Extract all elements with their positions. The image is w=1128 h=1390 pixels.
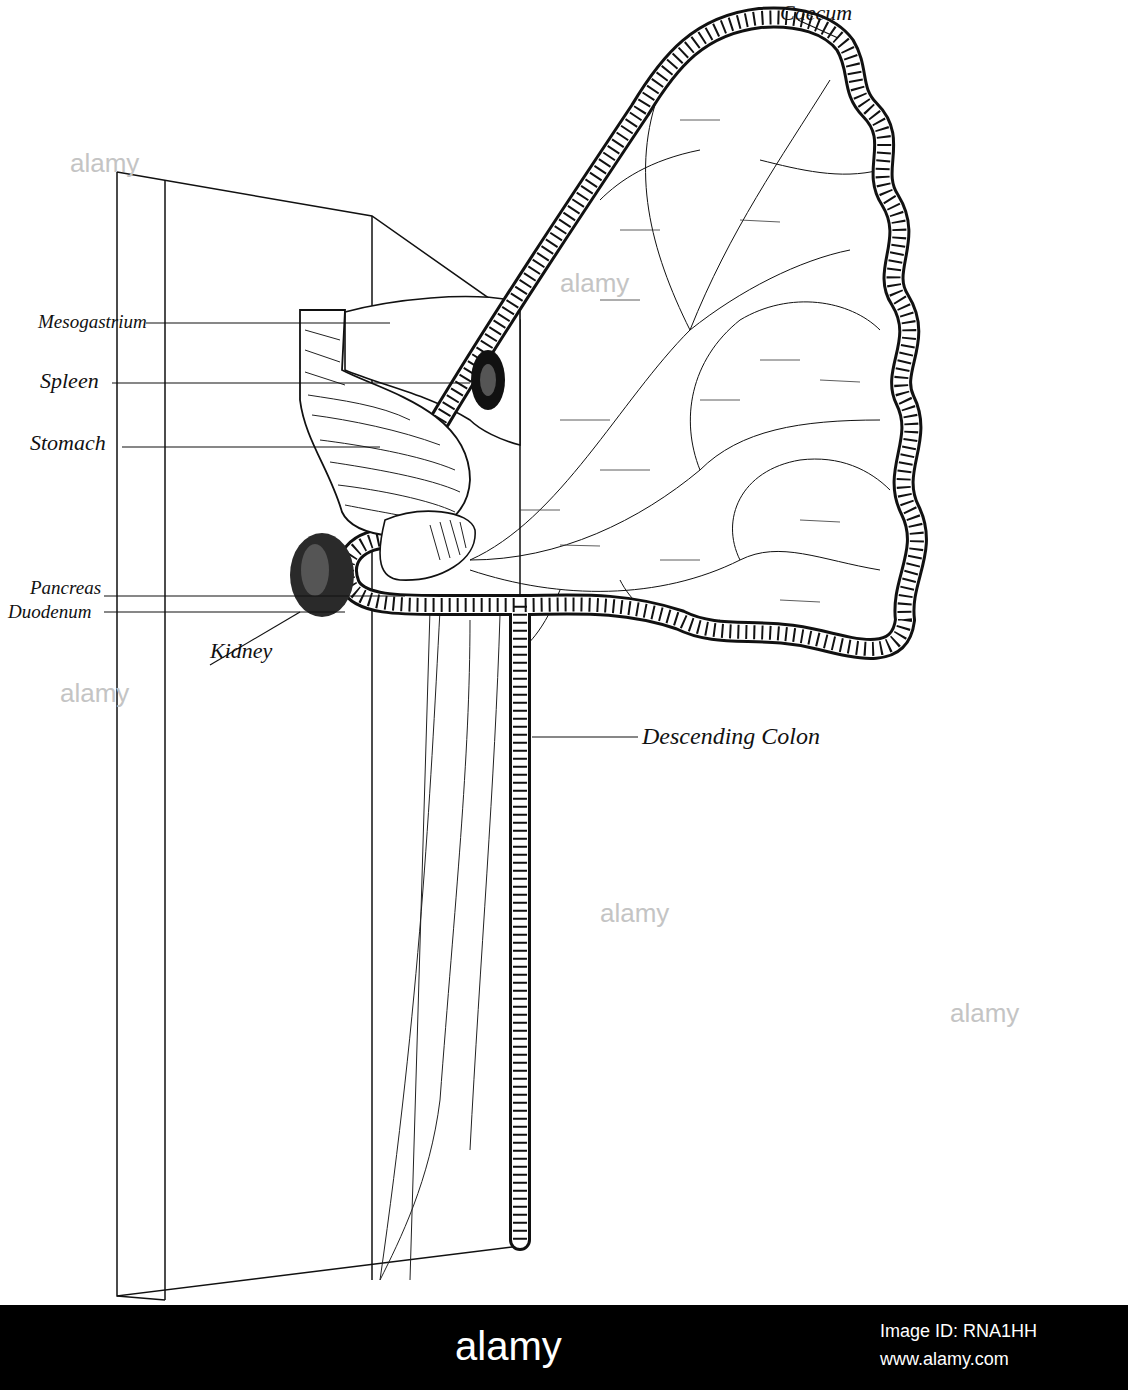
board-edge — [117, 1296, 165, 1300]
part-label: Stomach — [30, 432, 106, 454]
vessel — [733, 459, 891, 560]
kidney — [290, 533, 354, 617]
watermark-logo: alamy — [455, 1326, 562, 1366]
fold-line — [410, 610, 430, 1280]
fold-line — [380, 620, 470, 1280]
watermark: alamy — [60, 680, 129, 706]
part-label: Pancreas — [30, 578, 101, 597]
fold-line — [380, 610, 440, 1280]
watermark: alamy — [600, 900, 669, 926]
watermark: alamy — [950, 1000, 1019, 1026]
leader-line — [104, 595, 405, 596]
leader-lines — [104, 20, 838, 737]
vessel — [760, 160, 880, 174]
part-label: Caecum — [780, 2, 852, 24]
watermark: alamy — [70, 150, 139, 176]
leader-line — [104, 611, 345, 612]
vessel — [690, 302, 880, 470]
leader-line — [532, 736, 638, 737]
part-label: Spleen — [40, 370, 99, 392]
board — [117, 172, 520, 1300]
part-label: Duodenum — [8, 602, 91, 621]
pancreas — [380, 511, 475, 580]
leader-line — [146, 322, 390, 323]
mesentery-vessels — [470, 80, 890, 650]
mesentery-shading — [520, 120, 860, 602]
board-outline — [117, 172, 520, 1296]
tube-hatch — [347, 17, 917, 1240]
part-label: Mesogastrium — [38, 312, 147, 331]
vessel — [690, 80, 830, 330]
stomach-hatch — [305, 330, 460, 525]
intestine-tube — [347, 17, 917, 1240]
vessel — [470, 551, 880, 591]
spleen-shade — [480, 364, 496, 396]
leader-line — [122, 446, 380, 447]
organs — [290, 310, 505, 617]
tube-fill — [347, 17, 917, 1240]
watermark-id: Image ID: RNA1HH — [880, 1322, 1037, 1340]
mesentery-sheet — [380, 610, 500, 1280]
part-label: Kidney — [210, 640, 272, 662]
spleen — [471, 350, 505, 410]
watermark-url: www.alamy.com — [880, 1350, 1009, 1368]
tube-outline — [347, 17, 917, 1240]
leader-line — [210, 612, 300, 665]
vessel — [470, 420, 880, 560]
board-edge — [164, 180, 166, 1300]
kidney-shade — [301, 544, 329, 596]
stomach — [300, 310, 470, 537]
pancreas-hatch — [430, 520, 466, 560]
leader-line — [112, 382, 470, 383]
vessel — [646, 90, 690, 330]
watermark-bar — [0, 1305, 1128, 1390]
part-label: Descending Colon — [642, 724, 820, 748]
watermark: alamy — [560, 270, 629, 296]
fold-line — [470, 615, 500, 1150]
